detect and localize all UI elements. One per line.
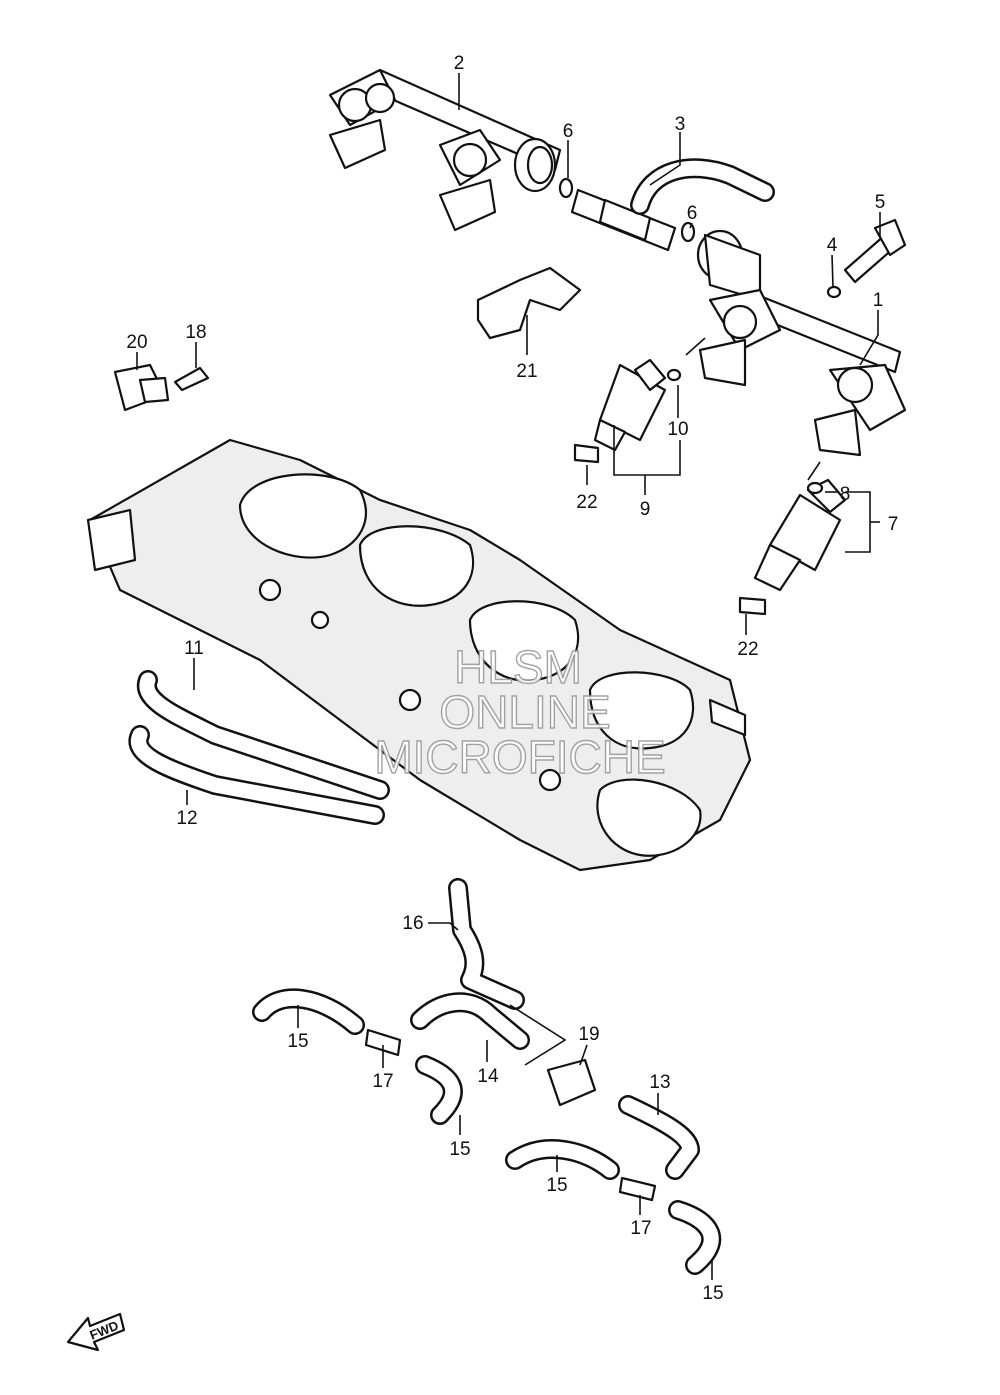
fuel-injector-primary [753,478,847,592]
tee-fitting-right [618,1176,657,1202]
callout-5: 5 [875,192,886,213]
callout-22-left: 22 [576,492,597,513]
fuel-injector-secondary [593,358,667,452]
callout-14: 14 [477,1066,499,1087]
callout-4: 4 [827,235,838,256]
callout-21: 21 [516,361,537,382]
forward-arrow-icon: FWD [66,1312,126,1352]
callout-17-left: 17 [372,1071,393,1092]
washer [826,285,842,299]
watermark-line3: MICROFICHE [374,731,665,783]
callout-8: 8 [840,484,851,505]
callout-15-upper-left: 15 [287,1031,308,1052]
watermark-line1: HLSM [454,641,582,693]
throttle-body [86,438,752,872]
callout-2: 2 [454,53,465,74]
callout-17-right: 17 [630,1218,651,1239]
leader-lines [136,73,881,1280]
injector-o-ring [666,368,682,382]
callout-6-lower: 6 [687,203,698,224]
callout-18: 18 [185,322,206,343]
callout-3: 3 [675,114,686,135]
fuel-delivery-pipe-lower [696,229,907,457]
throttle-position-sensor [113,363,170,412]
fuel-joint-pipe [570,158,775,252]
o-ring-lower [680,221,696,243]
injector-cushion-right [738,596,767,616]
callout-15-bottom: 15 [702,1283,723,1304]
bolt [843,218,907,284]
callout-12: 12 [176,808,197,829]
callout-9: 9 [640,499,651,520]
watermark-line2: ONLINE [439,686,610,738]
o-ring-upper [558,177,574,199]
callout-19: 19 [578,1024,599,1045]
callout-11: 11 [184,638,204,659]
callout-20: 20 [126,332,147,353]
fuel-delivery-pipe-upper [328,68,562,232]
callout-10: 10 [667,419,688,440]
callout-6-upper: 6 [563,121,574,142]
callout-13: 13 [649,1072,670,1093]
injector-o-ring-right [806,481,824,495]
clamp [476,266,582,340]
sensor-screw [173,366,210,392]
valve [546,1058,597,1107]
callout-15-middle: 15 [449,1139,470,1160]
callout-16: 16 [402,913,423,934]
callout-15-lower: 15 [546,1175,567,1196]
callout-7: 7 [888,514,899,535]
callout-1: 1 [873,290,884,311]
tee-fitting-left [364,1028,402,1057]
injector-cushion-left [573,443,600,464]
callout-22-right: 22 [737,639,758,660]
